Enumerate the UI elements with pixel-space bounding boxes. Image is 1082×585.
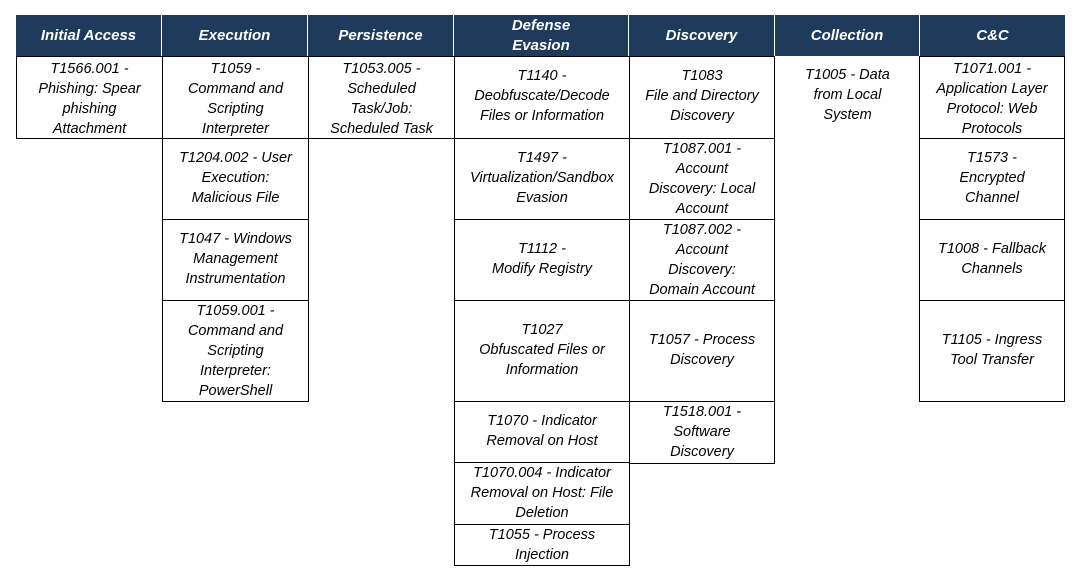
technique-cell: T1071.001 - Application Layer Protocol: … [919, 56, 1065, 139]
column-header-initial-access: Initial Access [16, 15, 162, 56]
header-label: Discovery [665, 26, 738, 44]
header-label: Persistence [338, 26, 423, 44]
column-header-persistence: Persistence [308, 15, 454, 56]
technique-cell: T1070 - Indicator Removal on Host [454, 401, 630, 463]
technique-cell: T1087.001 - Account Discovery: Local Acc… [629, 138, 775, 220]
technique-cell: T1059.001 - Command and Scripting Interp… [162, 300, 309, 402]
header-label: Defense Evasion [511, 16, 571, 54]
technique-cell: T1204.002 - User Execution: Malicious Fi… [162, 138, 309, 220]
technique-cell: T1140 - Deobfuscate/Decode Files or Info… [454, 56, 630, 139]
technique-cell: T1105 - Ingress Tool Transfer [919, 300, 1065, 402]
column-header-discovery: Discovery [629, 15, 775, 56]
technique-cell: T1497 - Virtualization/Sandbox Evasion [454, 138, 630, 220]
column-header-execution: Execution [162, 15, 308, 56]
technique-cell: T1083 File and Directory Discovery [629, 56, 775, 139]
technique-cell: T1057 - Process Discovery [629, 300, 775, 402]
technique-cell: T1566.001 - Phishing: Spear phishing Att… [16, 56, 163, 139]
technique-cell: T1008 - Fallback Channels [919, 219, 1065, 301]
technique-cell: T1005 - Data from Local System [775, 56, 920, 139]
technique-cell: T1087.002 - Account Discovery: Domain Ac… [629, 219, 775, 301]
column-header-collection: Collection [775, 15, 920, 56]
technique-cell: T1027 Obfuscated Files or Information [454, 300, 630, 402]
column-header-cnc: C&C [920, 15, 1065, 56]
header-label: Collection [810, 26, 884, 44]
technique-cell: T1053.005 - Scheduled Task/Job: Schedule… [308, 56, 455, 139]
header-label: C&C [976, 26, 1009, 44]
header-label: Initial Access [40, 26, 137, 44]
technique-cell: T1070.004 - Indicator Removal on Host: F… [454, 462, 630, 525]
column-header-defense-evasion: Defense Evasion [454, 15, 629, 56]
technique-cell: T1573 - Encrypted Channel [919, 138, 1065, 220]
technique-cell: T1055 - Process Injection [454, 524, 630, 566]
technique-cell: T1518.001 - Software Discovery [629, 401, 775, 464]
header-label: Execution [198, 26, 271, 44]
technique-cell: T1112 - Modify Registry [454, 219, 630, 301]
technique-cell: T1047 - Windows Management Instrumentati… [162, 219, 309, 301]
technique-cell: T1059 - Command and Scripting Interprete… [162, 56, 309, 139]
